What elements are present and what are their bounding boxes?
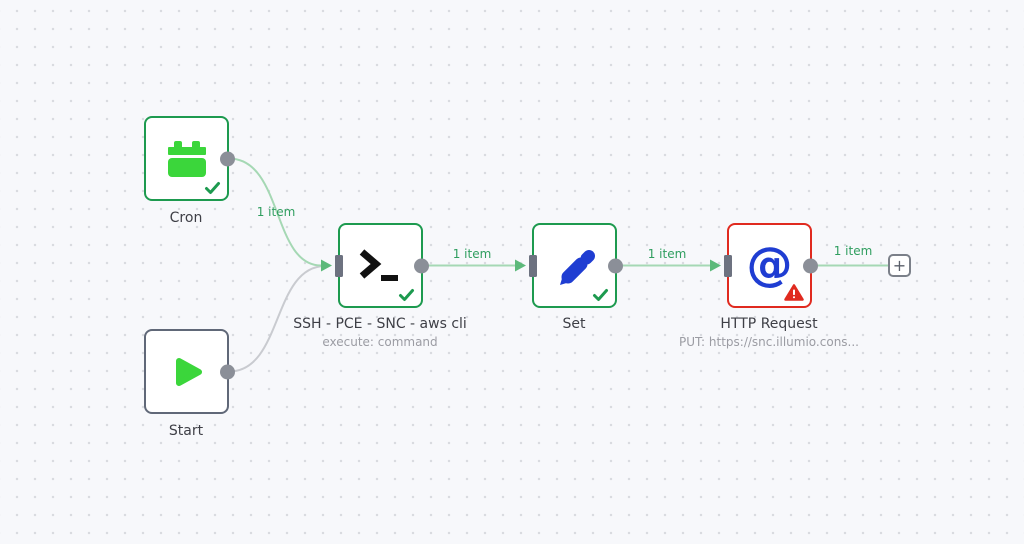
success-check-icon [592, 288, 609, 302]
input-connector[interactable] [529, 254, 537, 277]
success-check-icon [204, 181, 221, 195]
ssh-node-label: SSH - PCE - SNC - aws cli [293, 316, 467, 332]
node-cron[interactable] [144, 116, 235, 201]
ssh-node-subtitle: execute: command [322, 335, 438, 349]
at-sign-icon: @ [746, 236, 793, 291]
node-ssh[interactable] [335, 223, 429, 308]
play-icon [166, 351, 208, 393]
arrowhead-into-http-icon [710, 259, 721, 272]
cron-node-label: Cron [169, 210, 203, 226]
output-connector[interactable] [803, 258, 818, 273]
calendar-icon [165, 138, 209, 180]
connection-start-to-ssh[interactable] [228, 265, 326, 373]
output-connector[interactable] [608, 258, 623, 273]
terminal-icon [358, 248, 404, 283]
node-http-request[interactable]: @ [724, 223, 818, 308]
node-set[interactable] [529, 223, 623, 308]
http-node-label: HTTP Request [720, 316, 818, 332]
items-count-label: 1 item [647, 247, 687, 261]
items-count-label: 1 item [833, 244, 873, 258]
start-node-label: Start [168, 423, 204, 439]
output-connector[interactable] [220, 151, 235, 166]
arrowhead-into-ssh-icon [321, 259, 332, 272]
error-warning-icon [784, 284, 804, 301]
items-count-label: 1 item [256, 205, 296, 219]
pencil-icon [553, 244, 597, 288]
add-node-button[interactable]: + [888, 254, 911, 277]
arrowhead-into-set-icon [515, 259, 526, 272]
input-connector[interactable] [335, 254, 343, 277]
connection-cron-to-ssh[interactable] [228, 157, 322, 267]
items-count-label: 1 item [452, 247, 492, 261]
success-check-icon [398, 288, 415, 302]
node-start[interactable] [144, 329, 235, 414]
set-node-label: Set [562, 316, 586, 332]
input-connector[interactable] [724, 254, 732, 277]
output-connector[interactable] [220, 364, 235, 379]
output-connector[interactable] [414, 258, 429, 273]
http-node-subtitle: PUT: https://snc.illumio.cons... [679, 335, 859, 349]
